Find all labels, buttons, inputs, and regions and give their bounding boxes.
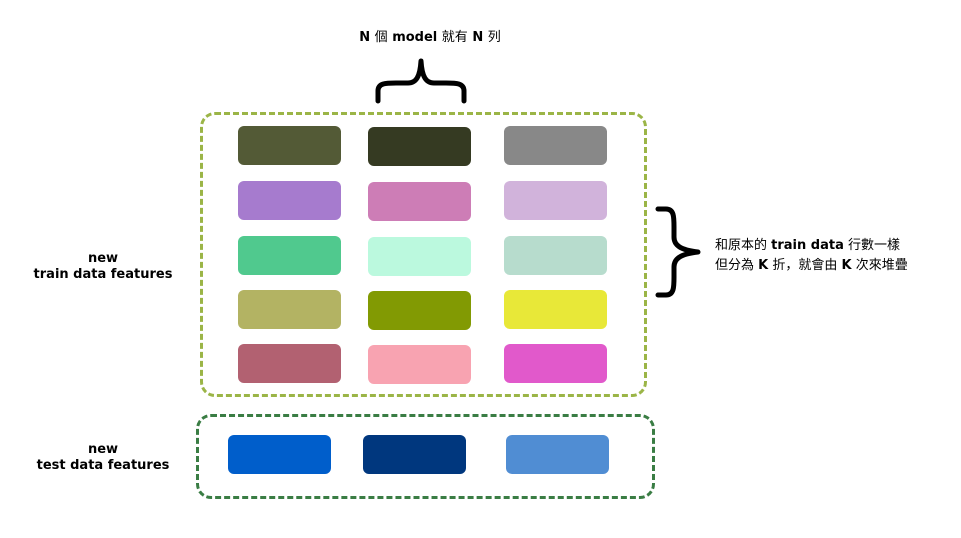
right-label-l2c: 折，就會由 xyxy=(772,258,838,273)
train-block-r4c1 xyxy=(238,290,341,329)
right-label-l2d: K xyxy=(841,258,852,273)
train-block-r4c3 xyxy=(504,290,607,329)
train-block-r3c1 xyxy=(238,236,341,275)
right-label-l1c: 行數一樣 xyxy=(848,238,901,253)
train-block-r2c2 xyxy=(368,182,471,221)
right-label-line1: 和原本的 train data 行數一樣 xyxy=(715,236,955,256)
train-label-line2: train data features xyxy=(33,267,173,282)
train-block-r1c1 xyxy=(238,126,341,165)
train-block-r1c3 xyxy=(504,126,607,165)
right-label-l2a: 但分為 xyxy=(715,258,755,273)
right-label-line2: 但分為 K 折，就會由 K 次來堆疊 xyxy=(715,256,955,276)
train-block-r2c1 xyxy=(238,181,341,220)
top-label-lie: 列 xyxy=(487,30,501,45)
top-label-n2: N xyxy=(472,30,484,45)
right-label: 和原本的 train data 行數一樣 但分為 K 折，就會由 K 次來堆疊 xyxy=(715,236,955,276)
train-block-r1c2 xyxy=(368,127,471,166)
right-brace-icon xyxy=(655,206,701,298)
test-block-2 xyxy=(363,435,466,474)
train-block-r2c3 xyxy=(504,181,607,220)
train-block-r3c2 xyxy=(368,237,471,276)
test-label-line2: test data features xyxy=(36,458,170,473)
train-features-box xyxy=(200,112,647,397)
test-features-box xyxy=(196,414,655,499)
top-brace-icon xyxy=(375,58,467,104)
test-label-line1: new xyxy=(87,442,119,457)
right-label-l2e: 次來堆疊 xyxy=(855,258,908,273)
test-block-1 xyxy=(228,435,331,474)
test-block-3 xyxy=(506,435,609,474)
train-label-line1: new xyxy=(87,251,119,266)
train-block-r5c3 xyxy=(504,344,607,383)
train-features-label: new train data features xyxy=(18,251,188,283)
top-label-n1: N xyxy=(359,30,371,45)
top-label-ge: 個 xyxy=(374,30,388,45)
right-label-l1b: train data xyxy=(771,238,844,253)
test-features-label: new test data features xyxy=(18,442,188,474)
top-label-jiuyou: 就有 xyxy=(441,30,468,45)
right-label-l1a: 和原本的 xyxy=(715,238,768,253)
train-block-r4c2 xyxy=(368,291,471,330)
train-block-r5c1 xyxy=(238,344,341,383)
top-label: N 個 model 就有 N 列 xyxy=(330,26,530,45)
right-label-l2b: K xyxy=(758,258,769,273)
top-label-model: model xyxy=(392,30,438,45)
train-block-r5c2 xyxy=(368,345,471,384)
train-block-r3c3 xyxy=(504,236,607,275)
